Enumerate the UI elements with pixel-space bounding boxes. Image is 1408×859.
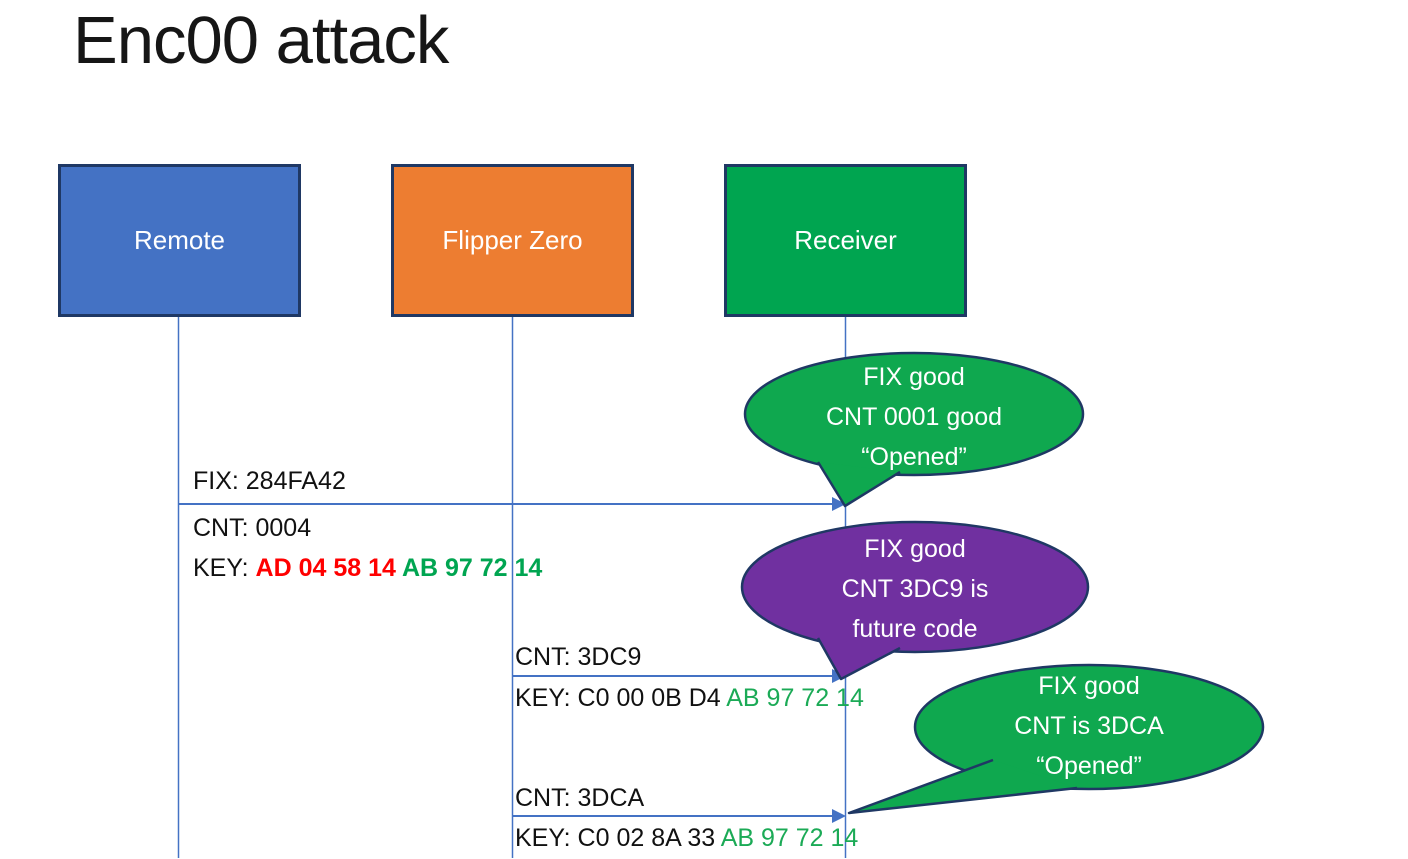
actor-box-remote: Remote — [58, 164, 301, 317]
message-3-key-green-bytes: AB 97 72 14 — [720, 824, 859, 852]
message-1-key-label: KEY: AD 04 58 14 AB 97 72 14 — [193, 553, 542, 583]
callout-bubble-2 — [740, 520, 1090, 681]
message-1-fix-text: FIX: 284FA42 — [193, 467, 346, 495]
message-3-cnt-text: CNT: 3DCA — [515, 784, 645, 812]
message-1-cnt-text: CNT: 0004 — [193, 514, 312, 542]
callout-2-line-2: CNT 3DC9 is — [841, 575, 989, 603]
callout-1-line-3: “Opened” — [861, 443, 967, 471]
callout-1-text: FIX good CNT 0001 good “Opened” — [744, 357, 1084, 477]
callout-3-line-2: CNT is 3DCA — [1014, 712, 1164, 740]
message-arrow-3-head — [832, 809, 846, 823]
callout-bubble-1 — [743, 351, 1085, 508]
actor-box-flipper-zero: Flipper Zero — [391, 164, 634, 317]
message-2-cnt-text: CNT: 3DC9 — [515, 643, 642, 671]
callout-3-line-1: FIX good — [1038, 672, 1140, 700]
callout-2-line-1: FIX good — [864, 535, 966, 563]
message-1-fix-label: FIX: 284FA42 — [193, 466, 346, 496]
message-1-cnt-label: CNT: 0004 — [193, 513, 311, 543]
callout-3-text: FIX good CNT is 3DCA “Opened” — [919, 666, 1259, 786]
callout-2-line-3: future code — [852, 615, 978, 643]
message-3-key-label: KEY: C0 02 8A 33 AB 97 72 14 — [515, 823, 858, 853]
callout-2-text: FIX good CNT 3DC9 is future code — [742, 529, 1088, 649]
message-3-cnt-label: CNT: 3DCA — [515, 783, 644, 813]
message-1-key-red-bytes: AD 04 58 14 — [255, 554, 402, 582]
actor-label-remote: Remote — [133, 225, 226, 255]
callout-1-line-1: FIX good — [863, 363, 965, 391]
message-arrow-1-head — [832, 497, 846, 511]
message-2-key-label: KEY: C0 00 0B D4 AB 97 72 14 — [515, 683, 864, 713]
message-2-cnt-label: CNT: 3DC9 — [515, 642, 641, 672]
message-1-key-prefix: KEY: — [193, 554, 256, 582]
message-1-key-green-bytes: AB 97 72 14 — [401, 554, 543, 582]
actor-box-receiver: Receiver — [724, 164, 967, 317]
callout-3-line-3: “Opened” — [1036, 752, 1142, 780]
actor-label-flipper-zero: Flipper Zero — [442, 225, 583, 255]
callout-1-line-2: CNT 0001 good — [825, 403, 1003, 431]
message-2-key-black-bytes: KEY: C0 00 0B D4 — [515, 684, 727, 712]
message-3-key-black-bytes: KEY: C0 02 8A 33 — [515, 824, 721, 852]
message-2-key-green-bytes: AB 97 72 14 — [726, 684, 864, 712]
callout-bubble-3 — [847, 663, 1265, 815]
actor-label-receiver: Receiver — [794, 225, 897, 255]
slide-title: Enc00 attack — [73, 3, 449, 78]
